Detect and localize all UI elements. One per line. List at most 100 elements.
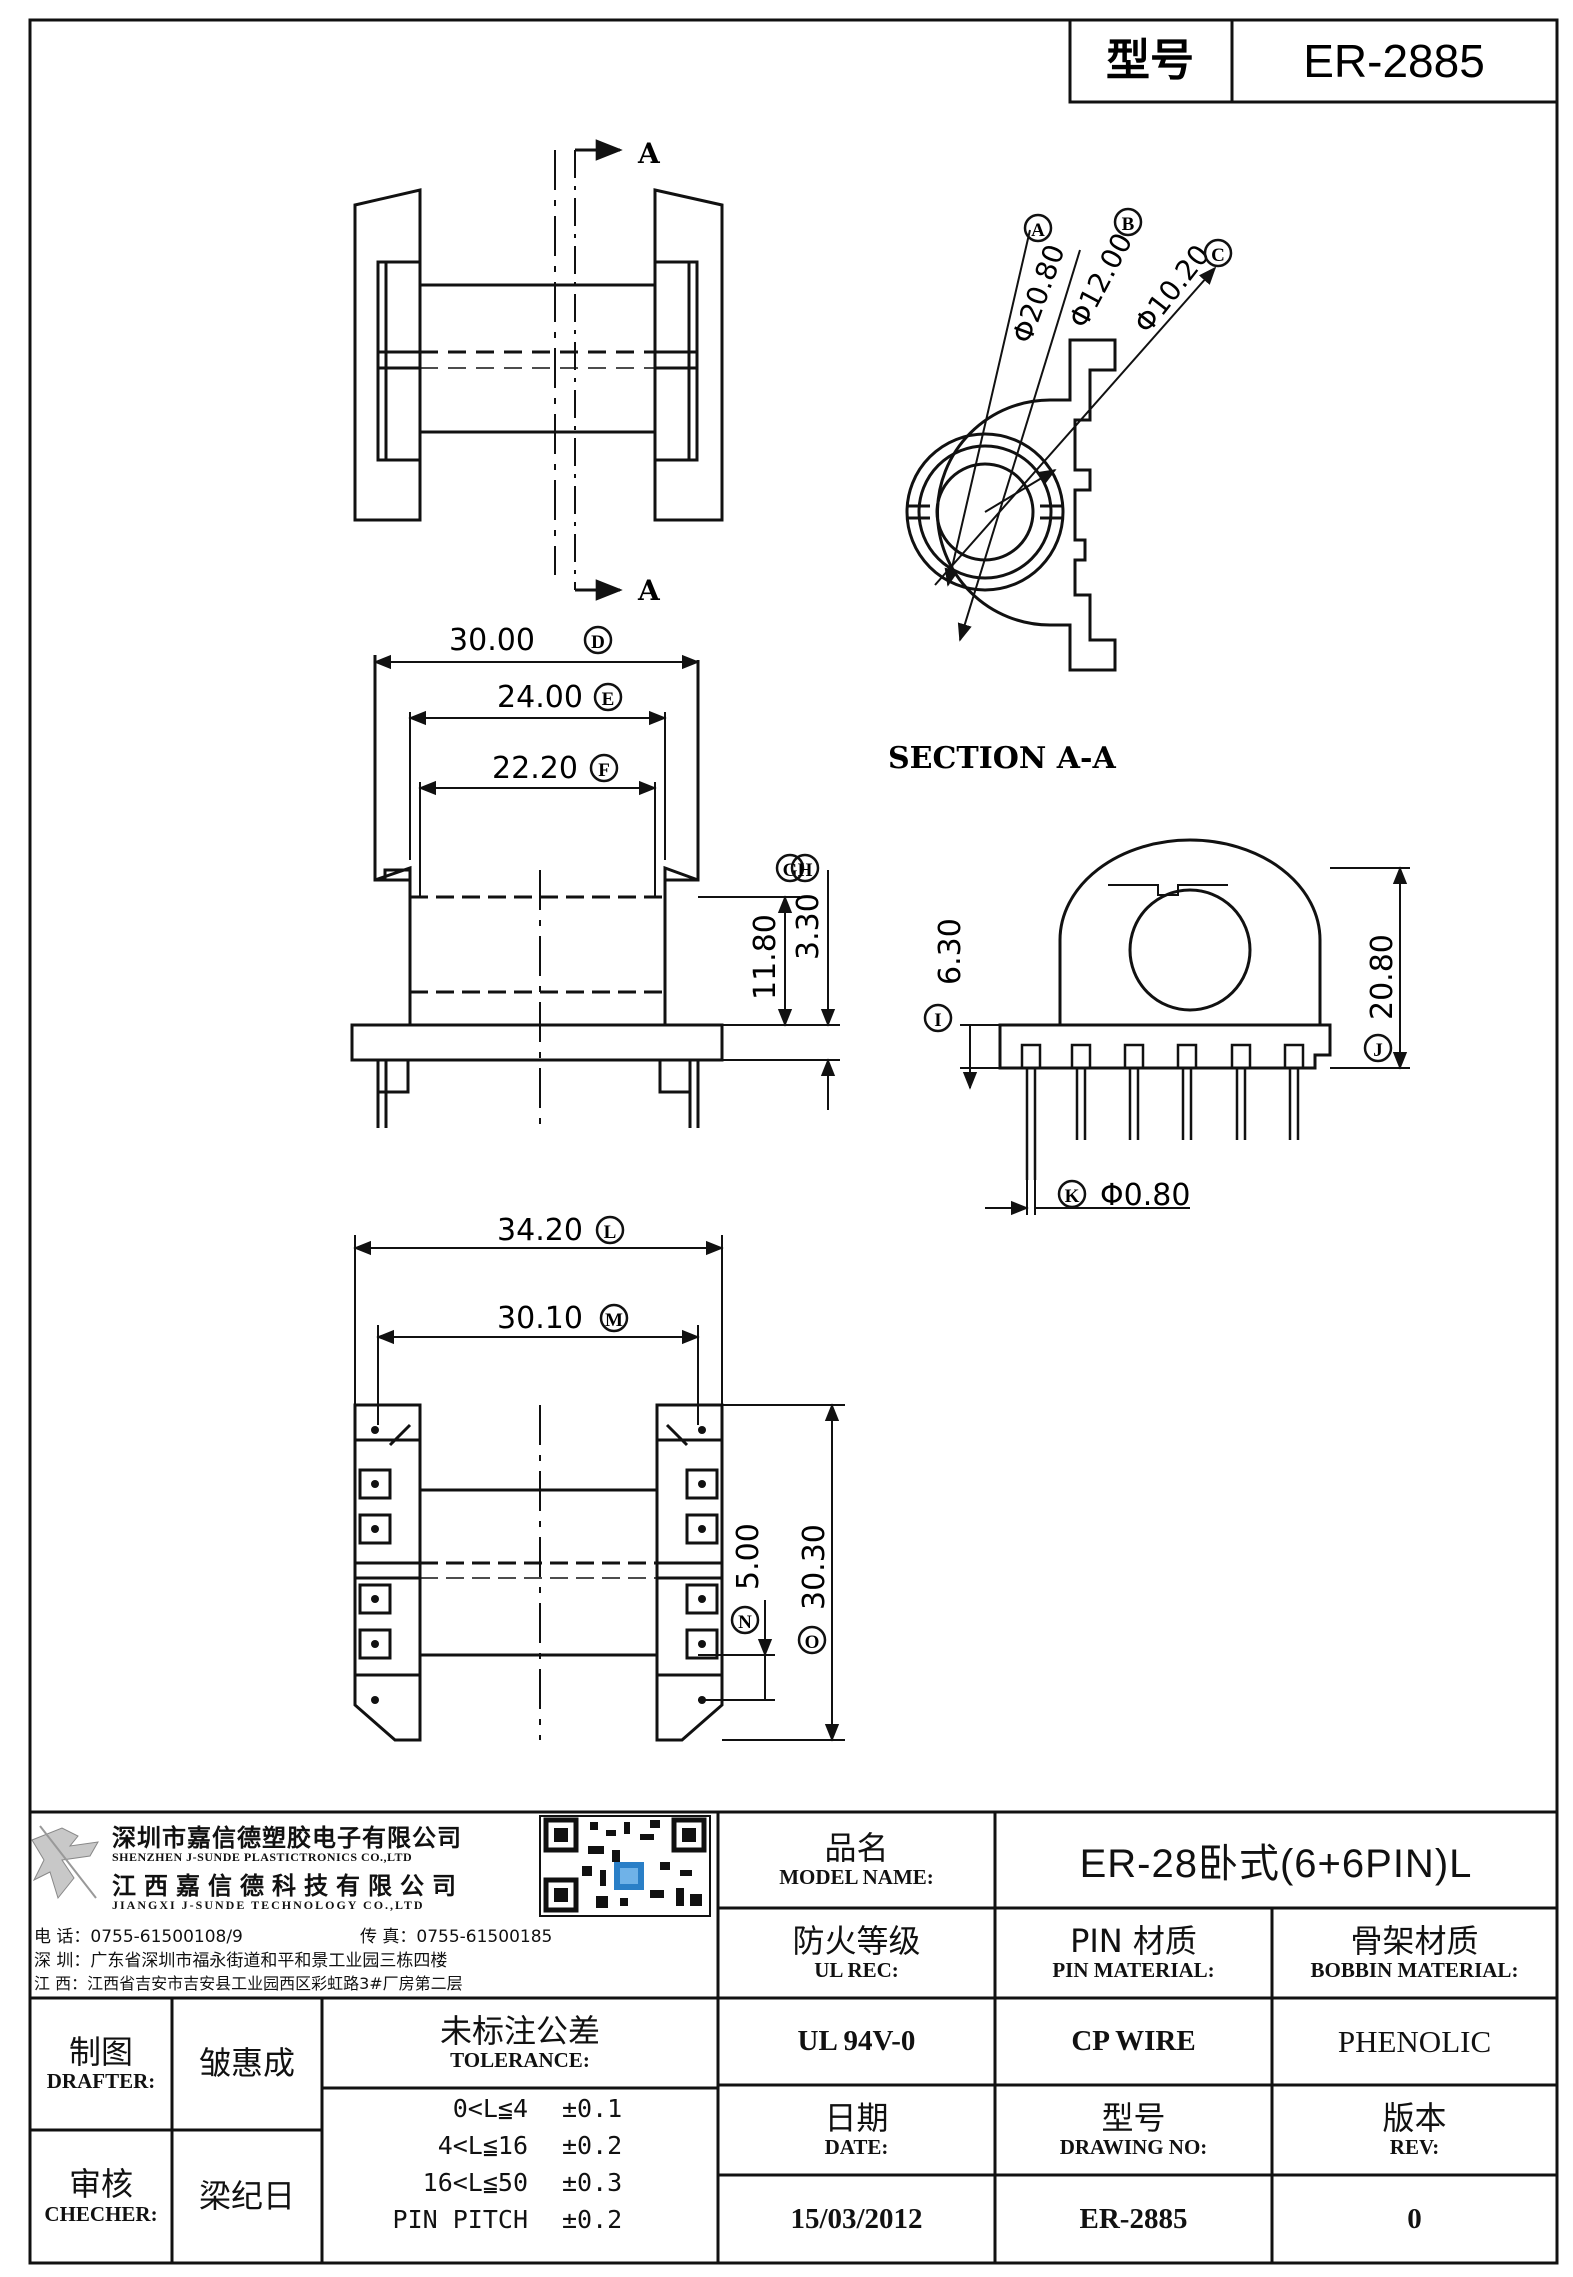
bottom-view [353,1235,845,1742]
company-logo [31,1825,99,1900]
svg-text:M: M [605,1310,623,1331]
section-dia-ref-c: C [1203,238,1233,268]
ul-value-cell: UL 94V-0 [718,1998,995,2085]
ul-label-cell: 防火等级 UL REC: [718,1908,995,1998]
company-name-jx: 江西嘉信德科技有限公司 [112,1872,464,1900]
company-name-jx-en: JIANGXI J-SUNDE TECHNOLOGY CO.,LTD [112,1898,425,1912]
company-name-sz: 深圳市嘉信德塑胶电子有限公司 [112,1824,462,1852]
rev-label-en: REV: [1389,2135,1440,2160]
dim-6-30: 6.30 [933,918,968,985]
drawing-no-label-cell: 型号 DRAWING NO: [995,2085,1272,2175]
checker-label-cell: 审核 CHECHER: [30,2130,172,2263]
section-cut-label-top: A [637,137,661,170]
svg-text:B: B [1122,214,1135,235]
bottom-view-pins [371,1426,706,1704]
date-value: 15/03/2012 [790,2202,923,2235]
checker-label-cn: 审核 [68,2165,133,2204]
title-block-grid [30,1812,1557,2263]
dim-11-80: 11.80 [748,914,783,1000]
svg-text:N: N [738,1612,752,1633]
header-model-number: ER-2885 [1303,35,1485,87]
section-dia-c: Φ10.20 [1128,238,1217,339]
checker-value: 梁纪日 [198,2176,295,2215]
section-dia-ref-b: B [1113,207,1143,237]
dim-5-00: 5.00 [731,1523,766,1590]
dim-pin-dia: Φ0.80 [1100,1178,1190,1213]
svg-text:L: L [604,1222,617,1243]
tolerance-row-1-value: ±0.1 [562,2094,623,2123]
bobbin-material-label-cell: 骨架材质 BOBBIN MATERIAL: [1272,1908,1557,1998]
dim-3-30: 3.30 [791,893,826,960]
svg-text:I: I [934,1010,941,1031]
drafter-label-cn: 制图 [68,2032,133,2071]
qr-code [539,1815,711,1917]
checker-label-en: CHECHER: [44,2201,158,2226]
company-addr-jx: 江 西：江西省吉安市吉安县工业园西区彩虹路3#厂房第二层 [34,1974,463,1993]
outer-border [28,18,1559,2265]
top-view [353,139,724,601]
company-name-sz-en: SHENZHEN J-SUNDE PLASTICTRONICS CO.,LTD [112,1850,413,1864]
tolerance-row-1-range: 0<L≦4 [452,2094,528,2123]
front-view [350,654,840,1130]
checker-value-cell: 梁纪日 [172,2130,322,2263]
pin-material-label-cn: PIN 材质 [1070,1921,1197,1960]
company-fax: 传 真：0755-61500185 [360,1927,553,1947]
svg-text:F: F [598,760,610,781]
rev-value: 0 [1407,2202,1422,2235]
tolerance-row-4-value: ±0.2 [562,2205,623,2234]
dim-ref-m: M [599,1303,629,1333]
bobbin-material-label-en: BOBBIN MATERIAL: [1310,1958,1519,1983]
model-name-label-cn: 品名 [824,1828,889,1867]
date-label-cn: 日期 [824,2098,889,2137]
dim-22-20: 22.20 [492,751,578,786]
pin-material-label-cell: PIN 材质 PIN MATERIAL: [995,1908,1272,1998]
drafter-value-cell: 皱惠成 [172,1998,322,2130]
drawing-no-value: ER-2885 [1079,2202,1188,2235]
ul-value: UL 94V-0 [797,2025,916,2057]
dim-ref-o: O [797,1625,827,1655]
dim-ref-h: H [790,853,820,883]
date-label-cell: 日期 DATE: [718,2085,995,2175]
svg-text:C: C [1211,245,1225,266]
date-label-en: DATE: [824,2135,889,2160]
header-box: 型号 ER-2885 [1068,18,1559,104]
dim-24-00: 24.00 [497,680,583,715]
tolerance-row-2-value: ±0.2 [562,2131,623,2160]
ul-label-en: UL REC: [814,1958,899,1983]
svg-text:A: A [1031,220,1045,241]
section-a-a-view [905,229,1217,672]
dim-ref-f: F [589,753,619,783]
pin-material-value: CP WIRE [1071,2025,1196,2057]
section-title: SECTION A-A [888,741,1116,776]
svg-text:H: H [798,860,813,881]
drafter-label-en: DRAFTER: [46,2069,156,2094]
dim-ref-d: D [583,625,613,655]
side-view [960,838,1410,1216]
svg-text:J: J [1373,1040,1383,1061]
rev-label-cn: 版本 [1382,2098,1447,2137]
svg-text:K: K [1065,1186,1080,1207]
tolerance-row-4-range: PIN PITCH [392,2205,528,2234]
drawing-no-value-cell: ER-2885 [995,2175,1272,2263]
model-name-value-cell: ER-28卧式(6+6PIN)L [995,1812,1557,1908]
svg-text:E: E [602,689,615,710]
company-tel: 电 话：0755-61500108/9 [34,1927,243,1947]
tolerance-label-en: TOLERANCE: [450,2048,590,2073]
drawing-no-label-en: DRAWING NO: [1059,2135,1208,2160]
bobbin-material-value: PHENOLIC [1337,2023,1492,2059]
model-name-label-en: MODEL NAME: [779,1865,934,1890]
dim-20-80: 20.80 [1365,934,1400,1020]
bobbin-material-value-cell: PHENOLIC [1272,1998,1557,2085]
rev-label-cell: 版本 REV: [1272,2085,1557,2175]
dim-34-20: 34.20 [497,1213,583,1248]
dim-ref-j: J [1363,1033,1393,1063]
dim-ref-e: E [593,682,623,712]
svg-text:O: O [805,1632,820,1653]
tolerance-row-3-value: ±0.3 [562,2168,623,2197]
tolerance-header-cell: 未标注公差 TOLERANCE: [322,1998,718,2088]
rev-value-cell: 0 [1272,2175,1557,2263]
header-type-label: 型号 [1106,35,1194,86]
pin-material-label-en: PIN MATERIAL: [1052,1958,1215,1983]
pin-material-value-cell: CP WIRE [995,1998,1272,2085]
